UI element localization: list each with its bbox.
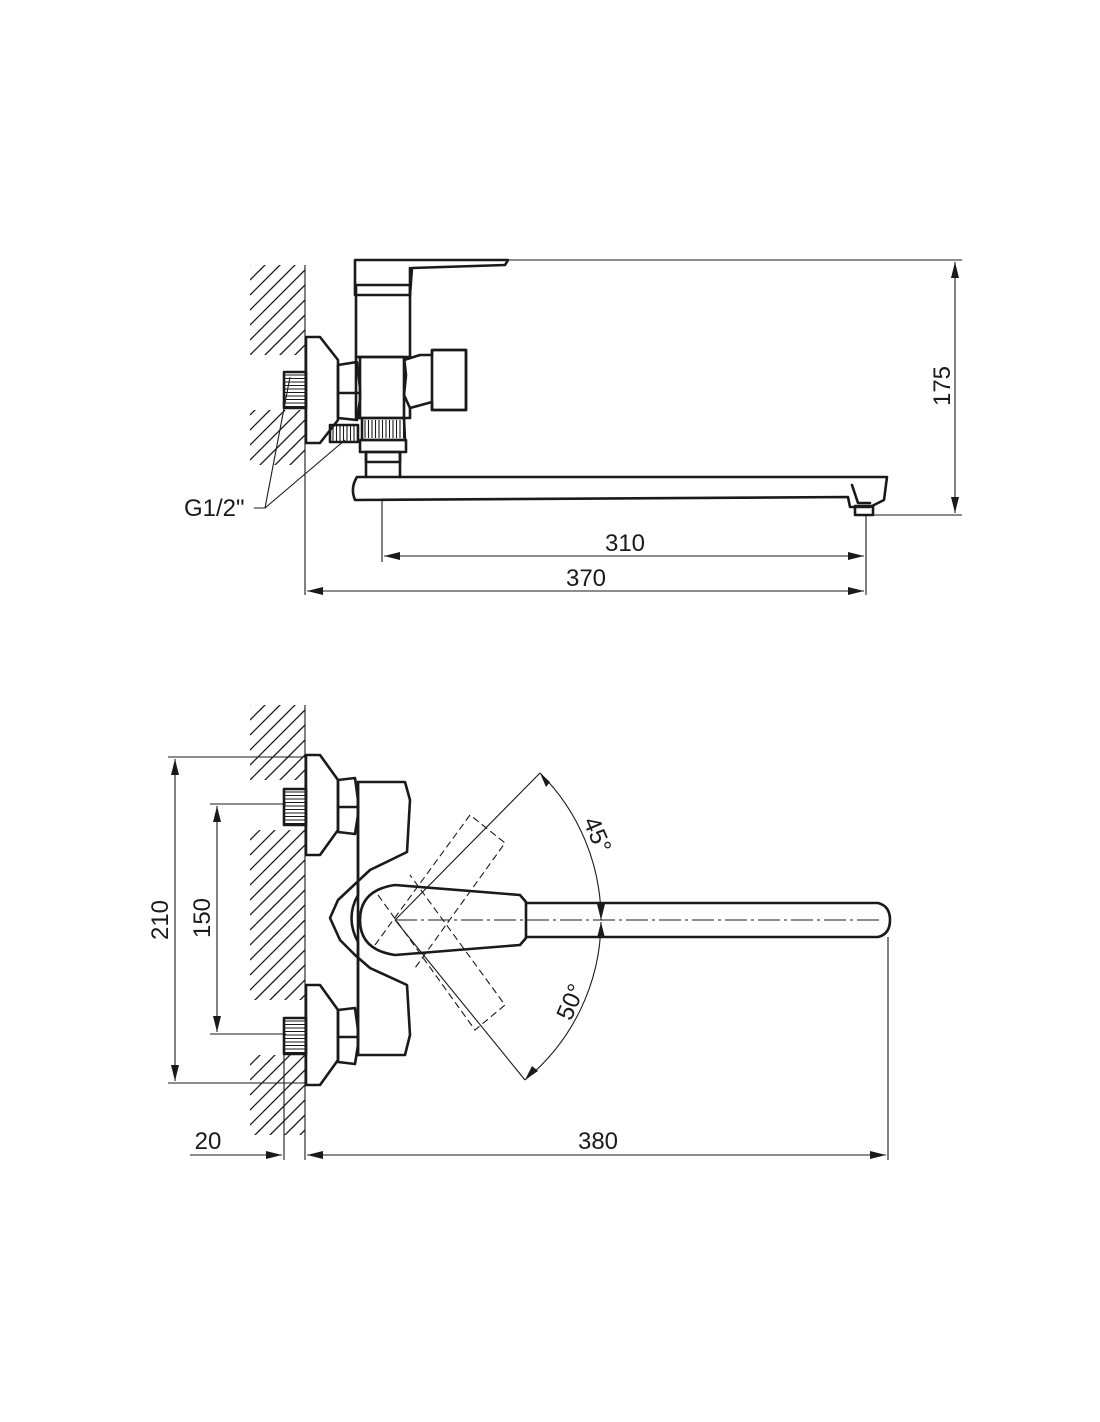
mixer-body-top (328, 780, 412, 1057)
flange-lower (304, 983, 340, 1087)
spout-top (524, 901, 892, 939)
handle-position-45 (374, 814, 506, 969)
top-view: 45° 50° 210 150 (147, 705, 892, 1160)
lever-handle-side (353, 258, 510, 297)
dimension-total-370: 370 (307, 565, 864, 595)
thread-callout: G1/2" (184, 376, 346, 522)
dim-370-label: 370 (566, 565, 606, 592)
dimension-height-175: 175 (508, 259, 962, 516)
threaded-inlet-lower (328, 423, 360, 444)
flange-upper (304, 753, 340, 857)
dim-210-label: 210 (147, 900, 174, 940)
dimension-spout-310: 310 (381, 500, 867, 595)
dimension-210: 210 (147, 756, 306, 1084)
handle-position-50 (377, 874, 506, 1031)
dimension-20: 20 (190, 1054, 323, 1160)
dim-150-label: 150 (189, 898, 216, 938)
angle-arc-45: 45° (539, 772, 616, 921)
dim-20-label: 20 (195, 1128, 222, 1155)
angle-50-label: 50° (552, 980, 591, 1024)
wall-flange (304, 335, 340, 445)
dim-310-label: 310 (605, 530, 645, 557)
threaded-inlet-left (282, 370, 308, 410)
dim-380-label: 380 (578, 1128, 618, 1155)
dimension-150: 150 (189, 803, 286, 1035)
thread-label: G1/2" (184, 495, 245, 522)
aerator (853, 504, 875, 517)
angle-arc-50: 50° (524, 921, 605, 1081)
dim-175-label: 175 (929, 366, 956, 406)
mixer-body (354, 355, 412, 420)
angle-45-label: 45° (577, 813, 616, 857)
threaded-inlet-lower-2 (282, 1016, 308, 1056)
diverter-knob (402, 348, 468, 412)
side-view: 175 310 370 G1/2" (184, 258, 962, 595)
swivel-ring (358, 438, 408, 454)
spout-side (351, 475, 889, 509)
dimension-380: 380 (307, 937, 889, 1160)
threaded-inlet-upper (282, 787, 308, 827)
